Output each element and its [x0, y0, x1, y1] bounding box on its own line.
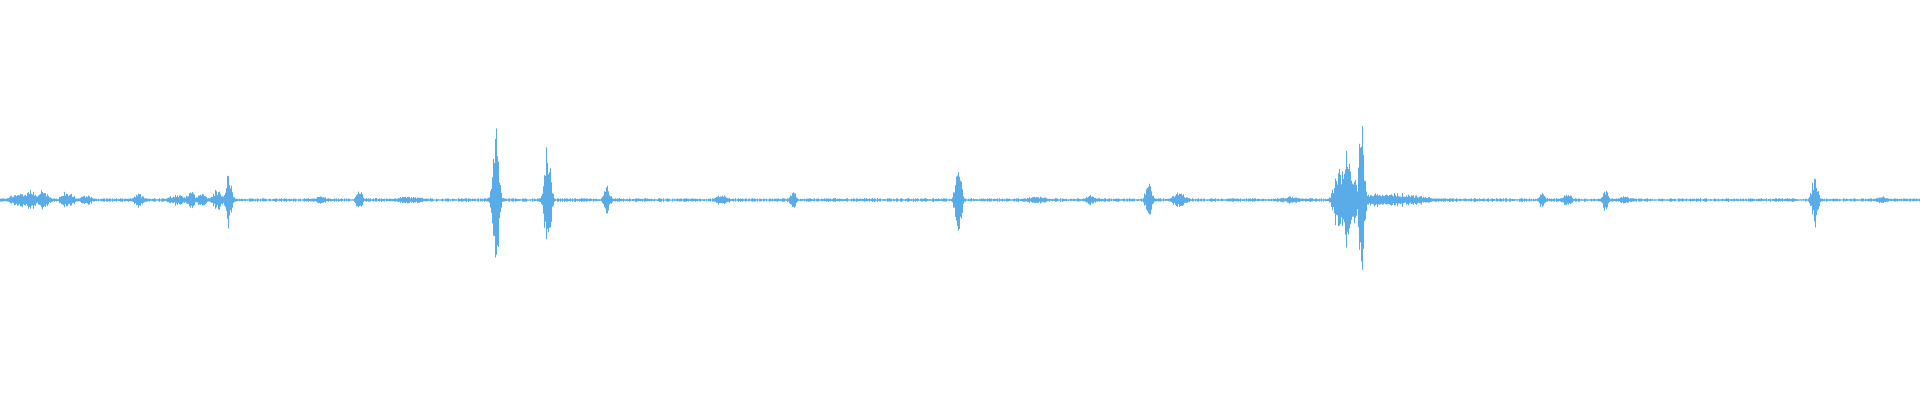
waveform-graphic [0, 126, 1920, 270]
